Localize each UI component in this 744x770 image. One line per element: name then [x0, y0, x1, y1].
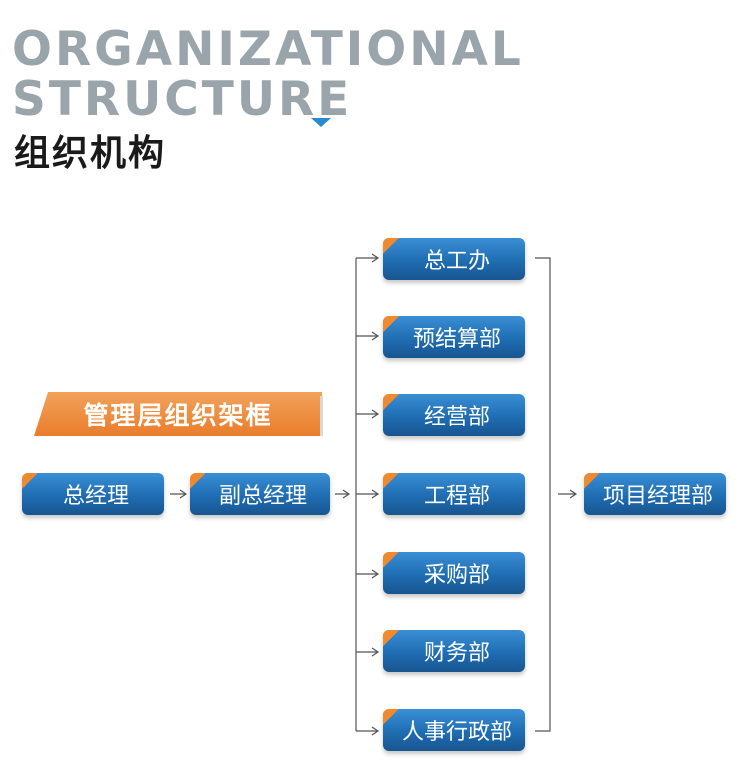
node-label: 人事行政部 [401, 720, 512, 745]
node-label: 财务部 [423, 641, 490, 666]
node-dept-5: 采购部 [383, 552, 525, 594]
branch-dept-7 [356, 726, 380, 736]
node-label: 经营部 [423, 405, 490, 430]
node-project-manager-dept: 项目经理部 [584, 473, 726, 515]
management-banner: 管理层组织架框 [34, 392, 322, 436]
branch-dept-5 [356, 569, 380, 579]
node-label: 副总经理 [218, 484, 307, 509]
corner-accent-icon [22, 473, 38, 489]
branch-dept-1 [356, 253, 380, 263]
node-label: 工程部 [423, 484, 490, 509]
arrow-to-project-dept [558, 489, 578, 499]
node-dept-4: 工程部 [383, 473, 525, 515]
node-dept-7: 人事行政部 [383, 709, 525, 751]
corner-accent-icon [383, 552, 399, 568]
arrow-dgm-to-bus [335, 489, 351, 499]
node-label: 预结算部 [412, 327, 501, 352]
banner-edge-decoration [320, 396, 323, 436]
node-dept-2: 预结算部 [383, 316, 525, 358]
branch-dept-6 [356, 647, 380, 657]
corner-accent-icon [584, 473, 600, 489]
node-label: 采购部 [423, 563, 490, 588]
node-label: 总工办 [423, 249, 490, 274]
title-english-line-1: ORGANIZATIONAL [12, 22, 524, 77]
corner-accent-icon [190, 473, 206, 489]
node-dept-1: 总工办 [383, 238, 525, 280]
branch-dept-3 [356, 409, 380, 419]
node-general-manager: 总经理 [22, 473, 164, 515]
branch-dept-4 [356, 489, 380, 499]
corner-accent-icon [383, 238, 399, 254]
node-dept-3: 经营部 [383, 394, 525, 436]
corner-accent-icon [383, 394, 399, 410]
title-english-line-2: STRUCTURE [12, 72, 353, 127]
node-label: 项目经理部 [602, 484, 713, 509]
corner-accent-icon [383, 630, 399, 646]
title-marker-triangle-icon [311, 118, 331, 127]
arrow-gm-to-dgm [170, 489, 188, 499]
corner-accent-icon [383, 709, 399, 725]
branch-dept-2 [356, 331, 380, 341]
title-chinese: 组织机构 [14, 132, 167, 174]
node-dept-6: 财务部 [383, 630, 525, 672]
right-bracket-line [535, 257, 551, 732]
node-label: 总经理 [62, 484, 129, 509]
corner-accent-icon [383, 473, 399, 489]
node-deputy-general-manager: 副总经理 [190, 473, 330, 515]
corner-accent-icon [383, 316, 399, 332]
